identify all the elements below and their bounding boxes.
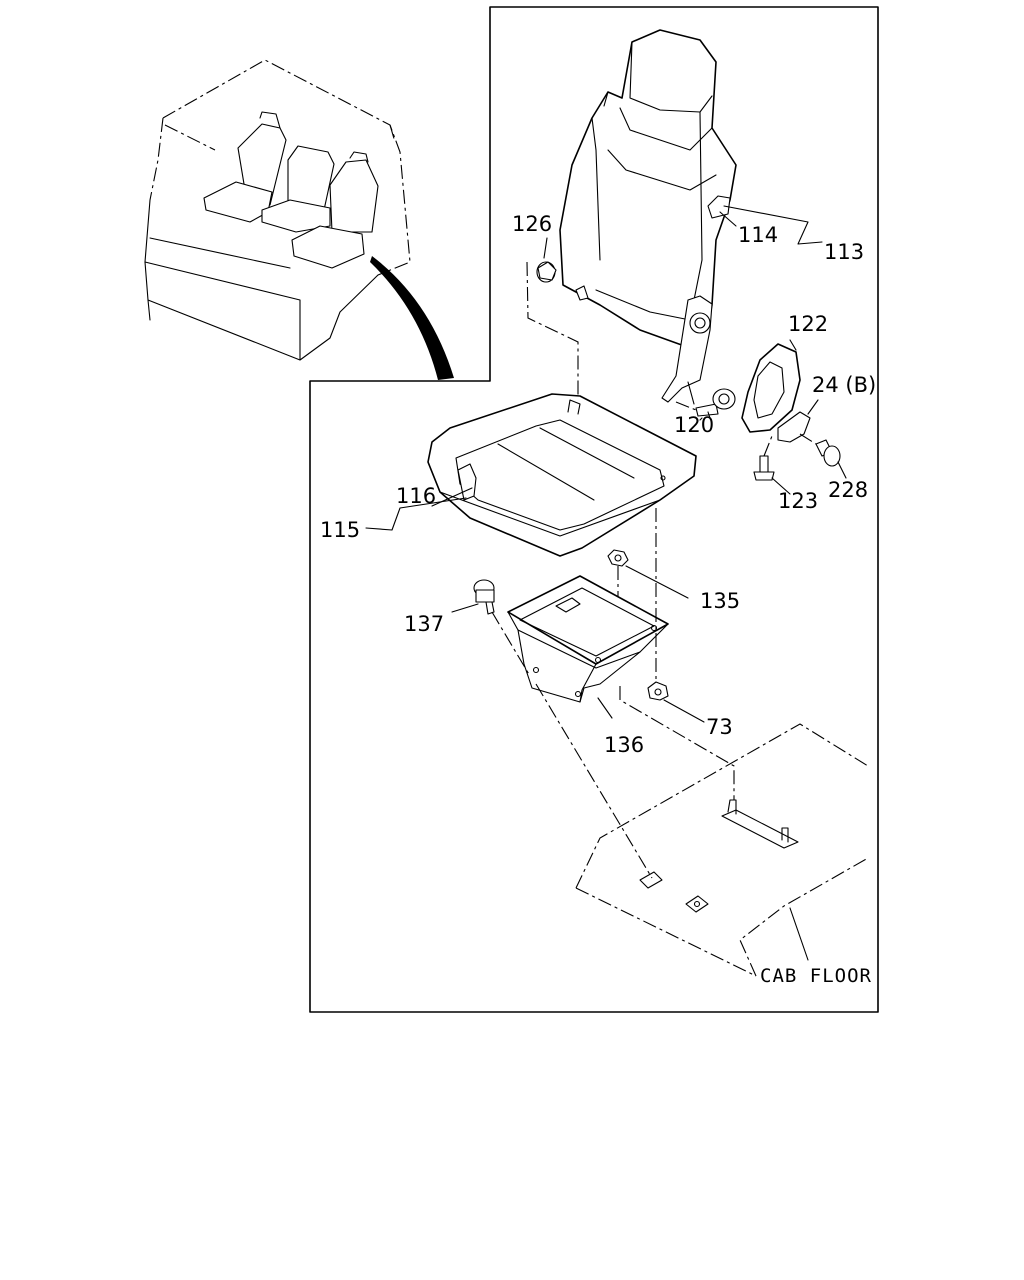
part-228-screw (799, 433, 847, 479)
part-24b-clip (777, 399, 819, 443)
part-73-nut (647, 681, 669, 701)
label-135: 135 (700, 589, 740, 613)
label-116: 116 (396, 484, 436, 508)
label-115: 115 (320, 518, 360, 542)
part-137-bolt (473, 579, 531, 677)
label-137: 137 (404, 612, 444, 636)
label-126: 126 (512, 212, 552, 236)
seat-back (559, 29, 737, 403)
part-126-knob (526, 237, 579, 405)
zoom-arrow (370, 256, 454, 380)
label-73: 73 (706, 715, 733, 739)
label-228: 228 (828, 478, 868, 502)
part-122-cover (741, 339, 801, 433)
label-123: 123 (778, 489, 818, 513)
diagram-frame (309, 6, 879, 1013)
label-cab-floor: CAB FLOOR (760, 965, 872, 987)
part-136-bracket (507, 508, 735, 800)
leader-lines (365, 205, 823, 723)
label-114: 114 (738, 223, 778, 247)
label-24b: 24 (B) (812, 373, 876, 397)
part-labels: 113 114 126 122 24 (B) 120 116 115 123 2… (320, 212, 876, 987)
label-136: 136 (604, 733, 644, 757)
cab-overview-inset (144, 59, 454, 380)
part-123-bolt (753, 435, 791, 495)
label-120: 120 (674, 413, 714, 437)
cab-floor (535, 683, 869, 977)
seat-cushion (427, 393, 697, 557)
label-113: 113 (824, 240, 864, 264)
label-122: 122 (788, 312, 828, 336)
part-120-bolt (675, 388, 736, 419)
